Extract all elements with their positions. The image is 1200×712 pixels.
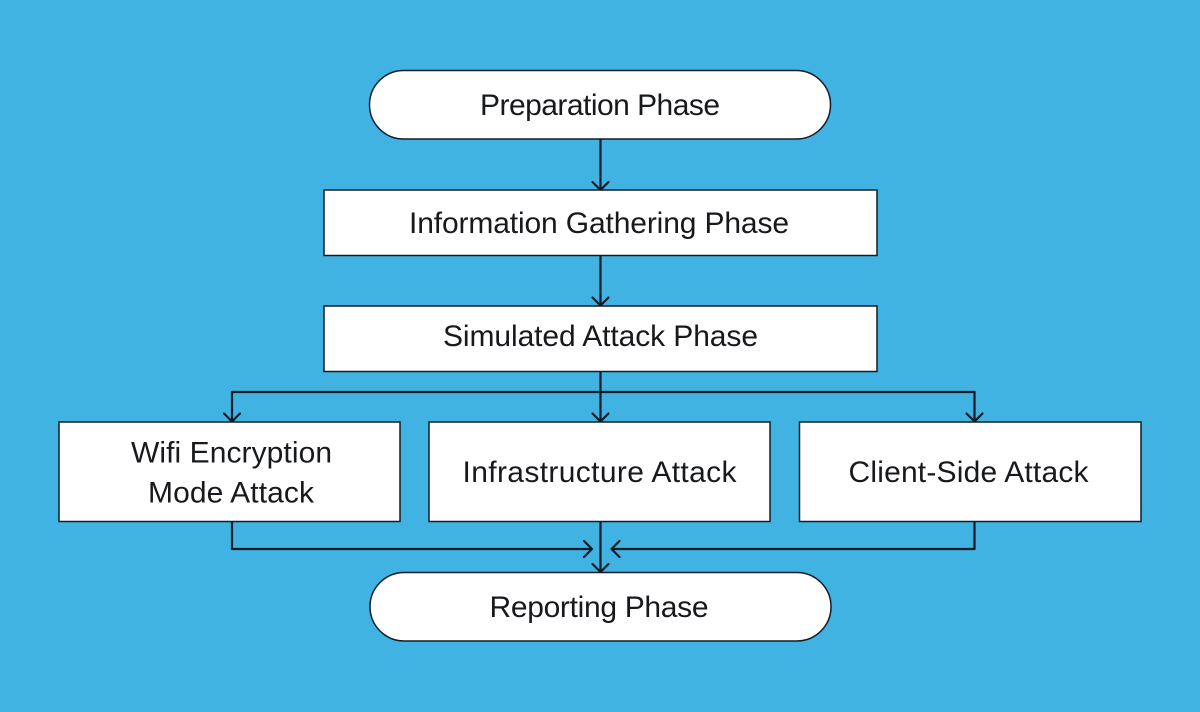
svg-text:Mode Attack: Mode Attack: [148, 477, 315, 510]
svg-text:Infrastructure Attack: Infrastructure Attack: [463, 456, 738, 489]
svg-text:Preparation Phase: Preparation Phase: [480, 89, 720, 122]
svg-text:Information Gathering Phase: Information Gathering Phase: [409, 207, 789, 240]
svg-text:Client-Side Attack: Client-Side Attack: [849, 456, 1090, 489]
svg-text:Simulated Attack Phase: Simulated Attack Phase: [443, 320, 758, 353]
svg-text:Reporting Phase: Reporting Phase: [490, 591, 709, 624]
svg-text:Wifi Encryption: Wifi Encryption: [131, 437, 332, 470]
